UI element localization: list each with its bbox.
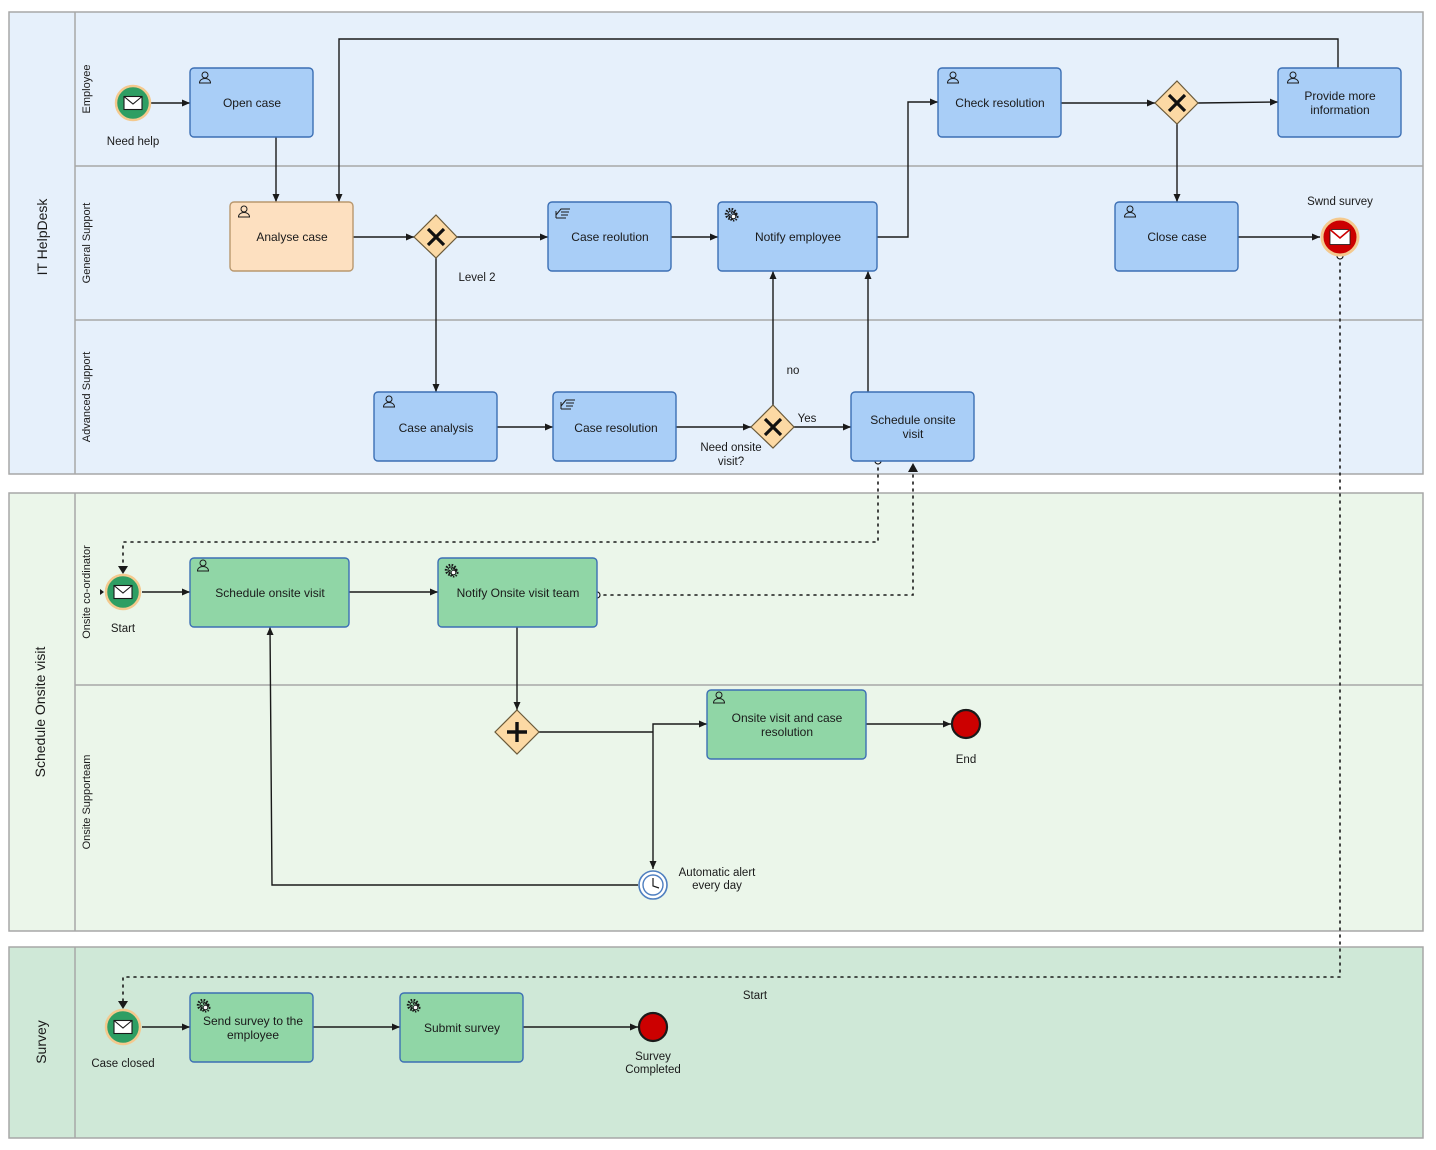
- x-icon: [763, 417, 783, 437]
- task-close-case[interactable]: Close case: [1114, 201, 1239, 272]
- task-label: Notify employee: [755, 230, 841, 244]
- label-case-closed: Case closed: [91, 1058, 154, 1070]
- envelope-icon: [1329, 228, 1351, 240]
- label-need-help: Need help: [107, 136, 159, 148]
- label-survey-completed-line1: Survey: [635, 1051, 671, 1063]
- task-label: Open case: [223, 96, 281, 110]
- task-label: Submit survey: [424, 1021, 500, 1035]
- task-label: Check resolution: [955, 96, 1044, 110]
- lane-title-employee: Employee: [81, 65, 93, 114]
- pool-title-onsite: Schedule Onsite visit: [32, 647, 48, 778]
- end-event-survey-completed[interactable]: [637, 1011, 669, 1043]
- task-label: Close case: [1147, 230, 1207, 244]
- gateway-exclusive-onsite[interactable]: [750, 404, 795, 449]
- label-end: End: [956, 754, 976, 766]
- label-start-onsite: Start: [111, 623, 136, 635]
- task-label: Analyse case: [256, 230, 328, 244]
- start-event-case-closed[interactable]: [104, 1008, 142, 1046]
- task-label: Case analysis: [399, 421, 474, 435]
- task-label-line2: resolution: [761, 725, 813, 739]
- label-timer-line1: Automatic alert: [679, 867, 757, 879]
- end-event-swnd-survey[interactable]: [1320, 217, 1360, 257]
- task-check-resolution[interactable]: Check resolution: [937, 67, 1062, 138]
- plus-icon: [507, 722, 527, 742]
- message-flows: [118, 252, 1344, 1009]
- envelope-icon: [113, 1019, 133, 1035]
- task-case-resolution-general[interactable]: Case reolution: [547, 201, 672, 272]
- label-timer-line2: every day: [692, 880, 742, 892]
- task-label: Case reolution: [571, 230, 648, 244]
- task-label-line1: Send survey to the: [203, 1014, 303, 1028]
- task-case-analysis[interactable]: Case analysis: [373, 391, 498, 462]
- task-notify-employee[interactable]: Notify employee: [717, 201, 878, 272]
- task-label-line1: Onsite visit and case: [732, 711, 843, 725]
- label-start-survey: Start: [743, 990, 768, 1002]
- task-schedule-onsite-visit-helpdesk[interactable]: Schedule onsite visit: [850, 391, 975, 462]
- label-need-onsite-line1: Need onsite: [700, 442, 761, 454]
- task-notify-onsite-team[interactable]: Notify Onsite visit team: [437, 557, 598, 628]
- gateway-exclusive-analyse[interactable]: [413, 214, 458, 259]
- lane-title-general-support: General Support: [81, 203, 93, 284]
- lane-title-onsite-coordinator: Onsite co-ordinator: [81, 545, 93, 639]
- task-open-case[interactable]: Open case: [189, 67, 314, 138]
- label-no: no: [787, 365, 800, 377]
- task-submit-survey[interactable]: Submit survey: [399, 992, 524, 1063]
- x-icon: [1167, 93, 1187, 113]
- task-schedule-onsite-visit[interactable]: Schedule onsite visit: [189, 557, 350, 628]
- start-event-onsite[interactable]: [100, 573, 142, 611]
- task-label: Notify Onsite visit team: [457, 586, 580, 600]
- label-yes: Yes: [798, 413, 817, 425]
- labels: Need help Level 2 no Yes Need onsite vis…: [91, 136, 1373, 1076]
- label-need-onsite-line2: visit?: [718, 456, 744, 468]
- task-case-resolution-advanced[interactable]: Case resolution: [552, 391, 677, 462]
- gateway-parallel[interactable]: [494, 709, 540, 755]
- task-analyse-case[interactable]: Analyse case: [229, 201, 354, 272]
- task-provide-more-information[interactable]: Provide more information: [1277, 67, 1402, 138]
- label-level-2: Level 2: [458, 272, 495, 284]
- label-swnd-survey: Swnd survey: [1307, 196, 1373, 208]
- x-icon: [426, 227, 446, 247]
- gateway-exclusive-check[interactable]: [1154, 80, 1199, 125]
- start-event-need-help[interactable]: [114, 84, 152, 122]
- envelope-icon: [123, 95, 143, 111]
- sequence-flows: [142, 38, 1339, 1031]
- task-send-survey[interactable]: Send survey to the employee: [189, 992, 314, 1063]
- task-label-line1: Schedule onsite: [870, 413, 956, 427]
- task-label-line2: employee: [227, 1028, 279, 1042]
- pool-title-survey: Survey: [33, 1020, 49, 1064]
- task-label-line1: Provide more: [1304, 89, 1376, 103]
- pool-title-helpdesk: IT HelpDesk: [34, 198, 50, 276]
- task-onsite-visit-resolution[interactable]: Onsite visit and case resolution: [706, 689, 867, 760]
- lane-title-advanced-support: Advanced Support: [81, 352, 93, 443]
- end-event-onsite[interactable]: [950, 708, 982, 740]
- timer-event[interactable]: [638, 870, 668, 900]
- task-label-line2: information: [1310, 103, 1369, 117]
- envelope-icon: [113, 584, 133, 600]
- label-survey-completed-line2: Completed: [625, 1064, 681, 1076]
- task-label: Case resolution: [574, 421, 657, 435]
- task-label: Schedule onsite visit: [215, 586, 325, 600]
- task-label-line2: visit: [903, 427, 924, 441]
- lane-title-onsite-supporteam: Onsite Supporteam: [81, 755, 93, 850]
